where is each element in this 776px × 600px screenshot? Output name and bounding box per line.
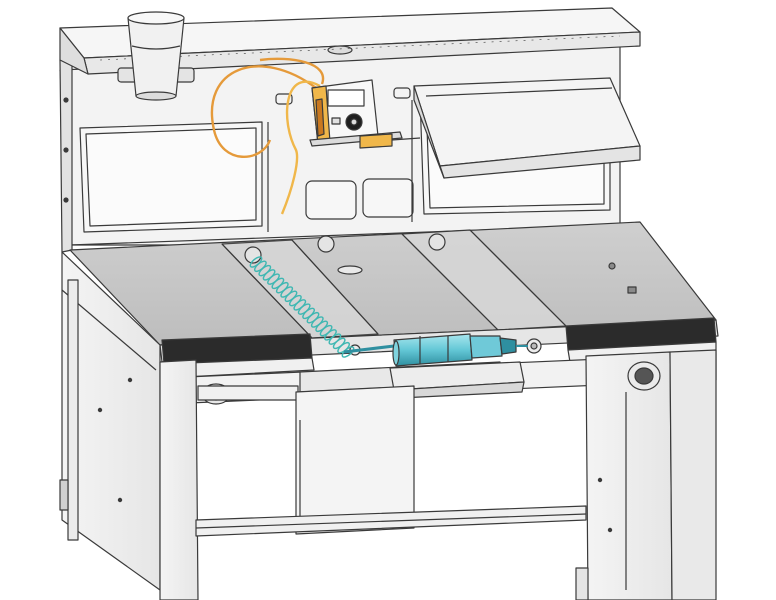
handpiece (343, 333, 528, 367)
left-side-panel (59, 251, 161, 591)
bracket-tray (413, 77, 641, 179)
centre-cabinet (295, 385, 415, 535)
right-leg (575, 349, 717, 600)
top-shelf (59, 7, 641, 75)
dust-cup (117, 11, 195, 101)
spiral-hose (249, 256, 355, 358)
control-unit (309, 79, 421, 149)
armrest-left (161, 333, 315, 379)
motor-hose (210, 57, 325, 215)
spiral-hose-coil (341, 346, 355, 358)
lower-stretcher (195, 505, 587, 537)
left-leg (159, 359, 299, 600)
